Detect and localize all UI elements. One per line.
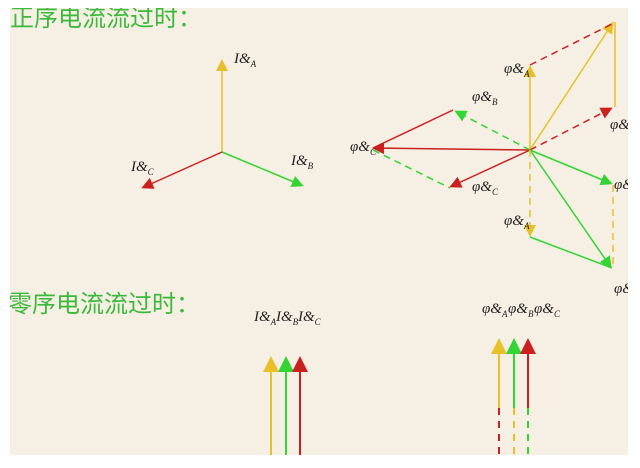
vector-phi-b-dashed [454, 110, 531, 151]
vector-phi-b [529, 149, 613, 186]
label-phi-b-2: φ&B [614, 177, 628, 193]
label-zero-phi-a: φ&A [482, 301, 508, 319]
label-phi-b-sum: φ& [614, 281, 628, 297]
positive-sequence-title: 正序电流流过时： [10, 8, 202, 32]
label-zero-ib: I&B [276, 309, 299, 327]
label-zero-phi-c: φ&C [534, 301, 560, 319]
label-ic: I&C [131, 159, 154, 177]
slide: 正序电流流过时： 零序电流流过时： [10, 8, 628, 455]
label-ia: I&A [234, 51, 257, 69]
label-zero-ic: I&C [298, 309, 321, 327]
label-phi-b: φ&B [472, 89, 498, 107]
label-ib: I&B [291, 153, 314, 171]
label-zero-phi-b: φ&B [508, 301, 534, 319]
vector-phi-a-sum [529, 21, 614, 151]
label-phi-a: φ&A [504, 61, 530, 79]
zero-sequence-title: 零序电流流过时： [10, 290, 200, 318]
vector-phi-c-sum [372, 142, 531, 155]
vector-phi-b-sum [529, 149, 612, 269]
vector-ib [221, 151, 304, 188]
label-phi-c-sum: φ&C [350, 139, 376, 157]
phasor-diagram [141, 21, 616, 455]
label-phi-c-dashed: φ&C [610, 117, 628, 133]
label-phi-a-dashed: φ&A [504, 213, 530, 231]
vector-phi-c-dashed [529, 107, 613, 151]
vector-phi-c [449, 149, 531, 188]
vector-ic [141, 151, 223, 189]
label-phi-c: φ&C [472, 179, 498, 197]
label-zero-ia: I&A [254, 309, 277, 327]
